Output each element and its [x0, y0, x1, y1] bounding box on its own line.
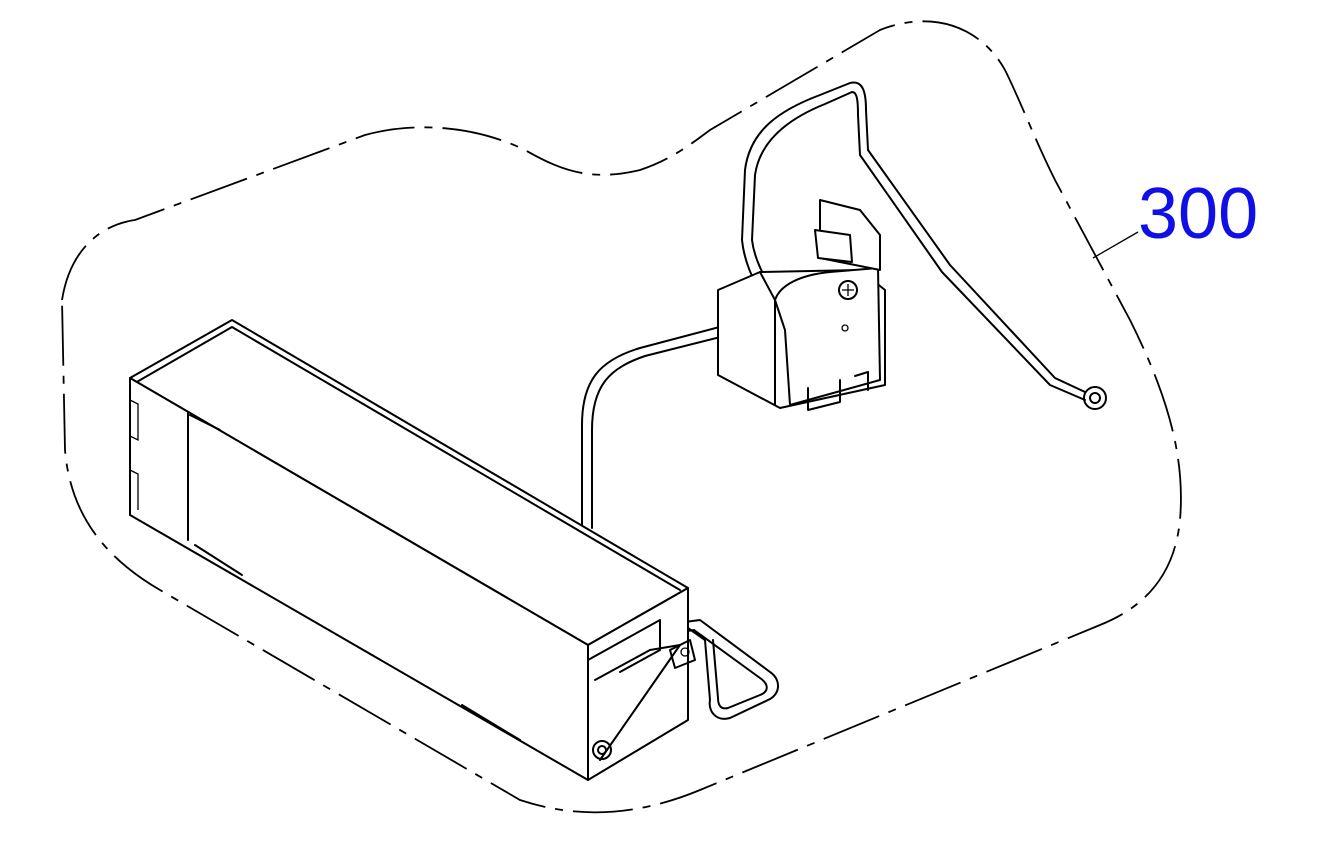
group-boundary-outline	[61, 20, 1182, 814]
callout-leader-line	[1092, 231, 1139, 259]
part-callout-number: 300	[1138, 174, 1259, 254]
solenoid-switch	[717, 199, 886, 411]
ground-ring-terminal	[1083, 386, 1107, 410]
power-supply-unit-box	[129, 319, 696, 781]
wire-harness	[581, 81, 1086, 720]
